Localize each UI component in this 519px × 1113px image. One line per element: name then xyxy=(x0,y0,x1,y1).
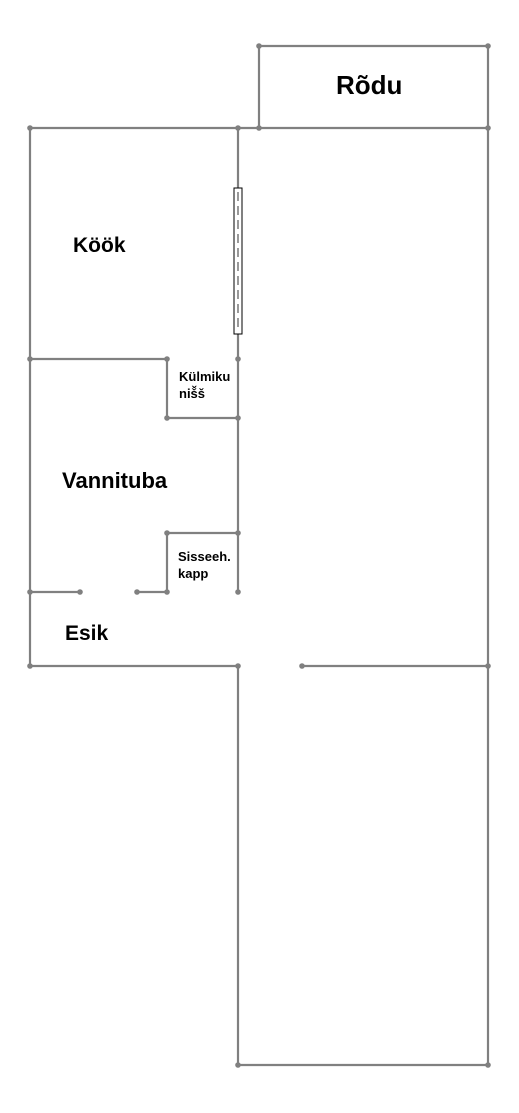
wall-nodes xyxy=(27,43,491,1068)
interior-walls xyxy=(30,128,240,594)
label-fridge-niche-line2: niš̌š xyxy=(179,386,205,401)
label-closet-line2: kapp xyxy=(178,566,208,581)
balcony-walls xyxy=(257,44,490,128)
label-kitchen: Köök xyxy=(73,234,126,257)
label-hall: Esik xyxy=(65,622,109,645)
outer-walls xyxy=(28,126,490,1067)
label-balcony: Rõdu xyxy=(336,70,402,100)
label-closet-line1: Sisseeh. xyxy=(178,549,231,564)
label-bathroom: Vannituba xyxy=(62,468,168,493)
label-fridge-niche-line1: Külmiku xyxy=(179,369,230,384)
sliding-door xyxy=(233,187,243,335)
